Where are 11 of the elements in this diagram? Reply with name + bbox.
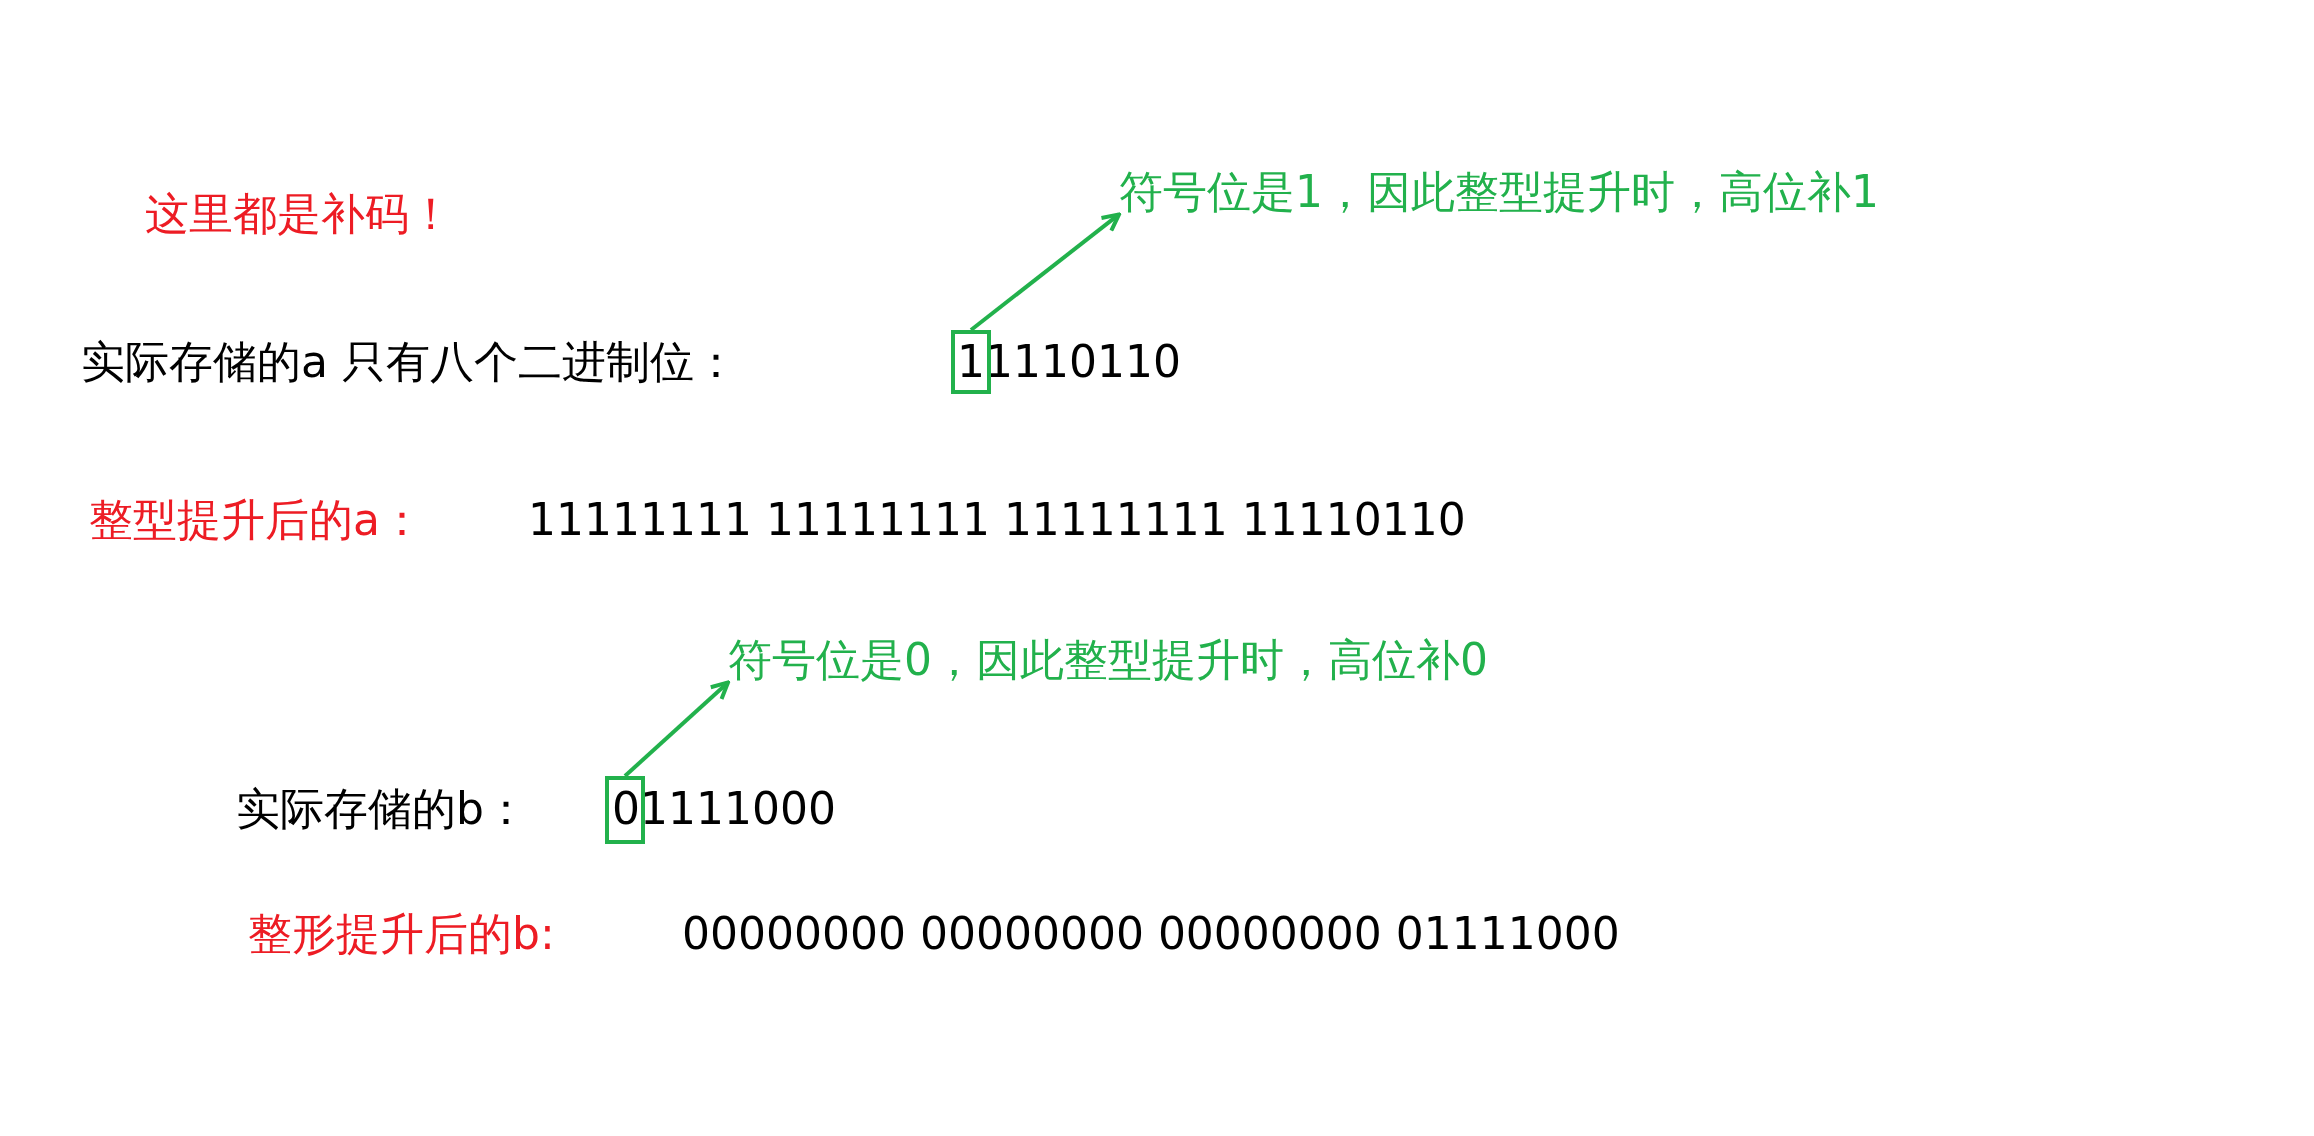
note-text: 整形提升后的b: bbox=[248, 907, 555, 961]
arrow bbox=[969, 212, 1121, 332]
annotation-text: 符号位是0，因此整型提升时，高位补0 bbox=[728, 633, 1488, 687]
note-text: 整型提升后的a： bbox=[89, 493, 424, 547]
note-text: 这里都是补码！ bbox=[145, 187, 453, 241]
text-label: 实际存储的b： bbox=[236, 782, 528, 836]
arrow bbox=[623, 680, 730, 778]
text-label: 11111111 11111111 11111111 11110110 bbox=[528, 493, 1466, 547]
text-label: 实际存储的a 只有八个二进制位： bbox=[81, 335, 738, 389]
text-label: 00000000 00000000 00000000 01111000 bbox=[682, 907, 1620, 961]
annotation-text: 符号位是1，因此整型提升时，高位补1 bbox=[1119, 165, 1879, 219]
